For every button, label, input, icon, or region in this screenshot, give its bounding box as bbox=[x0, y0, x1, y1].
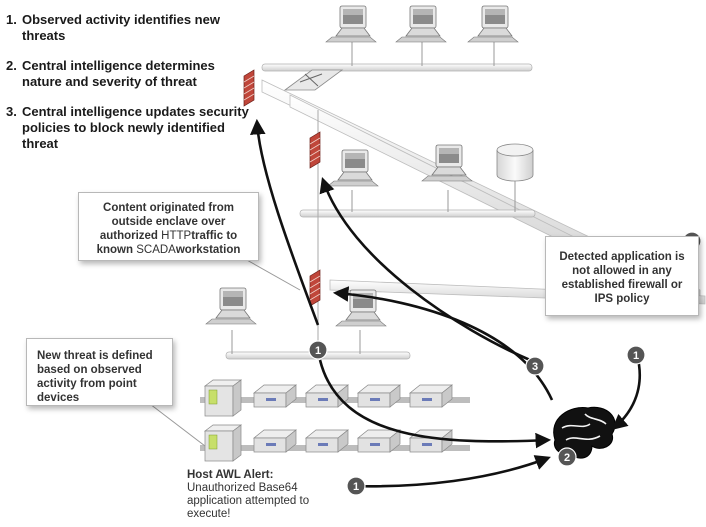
callout-line: authorized HTTPtraffic to bbox=[87, 229, 250, 243]
arrow-to-firewall-top bbox=[250, 118, 320, 326]
network-bar-middle bbox=[299, 209, 536, 218]
arrow-to-firewall-middle bbox=[319, 177, 531, 362]
step-list: 1. Observed activity identifies new threa… bbox=[6, 12, 256, 166]
alert-body: Unauthorized Base64 application attempte… bbox=[187, 482, 310, 520]
database-icon bbox=[496, 143, 534, 182]
svg-text:2: 2 bbox=[564, 452, 570, 464]
step-number: 3. bbox=[6, 104, 17, 119]
field-device-2 bbox=[305, 384, 349, 408]
brain-icon bbox=[553, 406, 616, 459]
step-badge-1-alert: 1 bbox=[346, 476, 366, 496]
field-device-5 bbox=[253, 429, 297, 453]
workstation-top-1 bbox=[325, 5, 377, 43]
workstation-top-2 bbox=[395, 5, 447, 43]
step-text: Observed activity identifies new threats bbox=[22, 12, 220, 43]
alert-title: Host AWL Alert: bbox=[187, 469, 274, 481]
svg-text:1: 1 bbox=[353, 481, 359, 493]
server-device-2 bbox=[204, 424, 242, 462]
callout-line: outside enclave over bbox=[111, 216, 226, 228]
network-bar-top bbox=[261, 63, 533, 72]
step-item: 1. Observed activity identifies new threa… bbox=[6, 12, 256, 44]
svg-text:1: 1 bbox=[633, 350, 639, 362]
step-badge-2-brain: 2 bbox=[557, 447, 577, 467]
field-device-7 bbox=[357, 429, 401, 453]
step-text: Central intelligence updates security po… bbox=[22, 104, 249, 151]
server-device-1 bbox=[204, 379, 242, 417]
callout-text: known bbox=[96, 244, 137, 256]
callout-new-threat: New threat is defined based on observed … bbox=[26, 338, 173, 406]
field-device-3 bbox=[357, 384, 401, 408]
callout-text: SCADA bbox=[136, 244, 176, 256]
host-awl-alert: Host AWL Alert: Unauthorized Base64 appl… bbox=[187, 469, 347, 521]
step-badge-3-arrow: 3 bbox=[525, 356, 545, 376]
callout-line: known SCADAworkstation bbox=[87, 243, 250, 257]
firewall-icon-middle bbox=[309, 131, 321, 169]
svg-text:1: 1 bbox=[315, 345, 321, 357]
callout-text: HTTP bbox=[161, 230, 192, 242]
callout-text: authorized bbox=[99, 230, 162, 242]
arrow-policy-to-brain bbox=[611, 354, 641, 431]
step-badge-1-trunk: 1 bbox=[308, 340, 328, 360]
workstation-top-3 bbox=[467, 5, 519, 43]
step-number: 1. bbox=[6, 12, 17, 27]
field-device-8 bbox=[409, 429, 453, 453]
callout-text: workstation bbox=[175, 244, 241, 256]
field-device-4 bbox=[409, 384, 453, 408]
step-item: 2. Central intelligence determines nature… bbox=[6, 58, 256, 90]
step-badge-1-policy: 1 bbox=[626, 345, 646, 365]
workstation-middle-1 bbox=[327, 149, 379, 187]
workstation-lower-1 bbox=[205, 287, 257, 325]
step-text: Central intelligence determines nature a… bbox=[22, 58, 215, 89]
switch-icon bbox=[283, 69, 344, 91]
callout-line: Content originated from bbox=[103, 202, 234, 214]
step-item: 3. Central intelligence updates security … bbox=[6, 104, 256, 152]
callout-content-origin: Content originated from outside enclave … bbox=[78, 192, 259, 261]
arrow-alert-to-brain bbox=[349, 455, 551, 488]
field-device-1 bbox=[253, 384, 297, 408]
callout-text: traffic to bbox=[191, 230, 238, 242]
field-device-6 bbox=[305, 429, 349, 453]
arrow-devices-to-brain bbox=[318, 359, 552, 449]
svg-text:3: 3 bbox=[532, 361, 538, 373]
firewall-icon-lower bbox=[309, 269, 321, 307]
step-number: 2. bbox=[6, 58, 17, 73]
callout-detected-application: Detected application is not allowed in a… bbox=[545, 236, 699, 316]
